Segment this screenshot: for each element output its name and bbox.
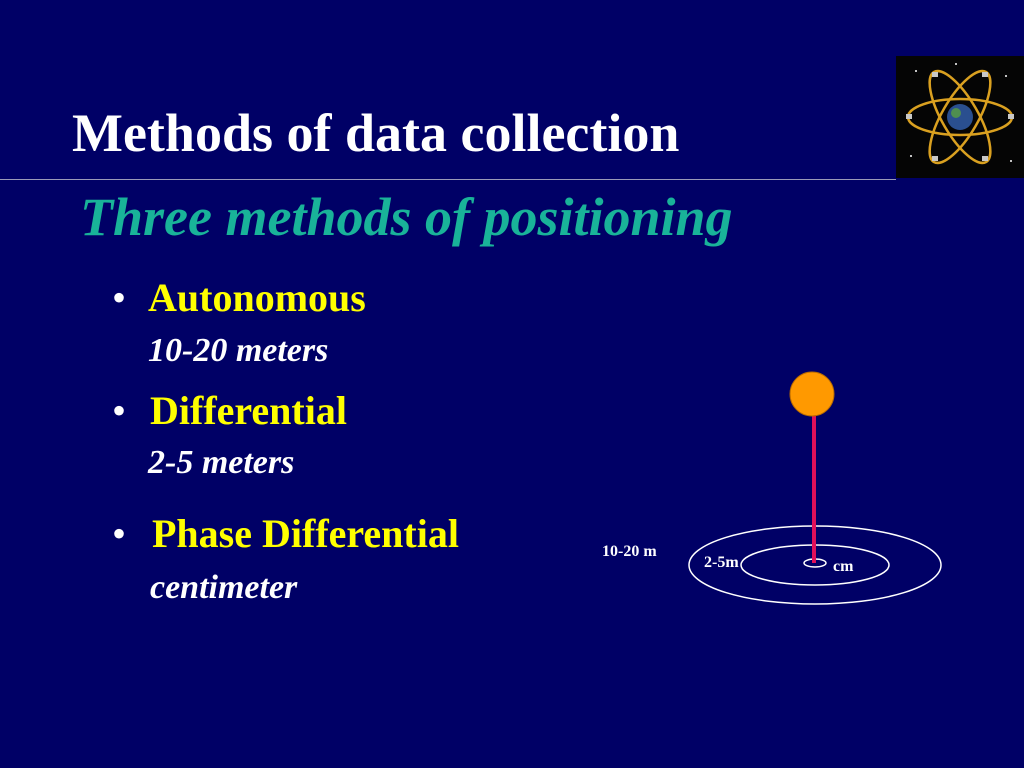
bullet-label: Differential [150, 388, 347, 433]
bullet-label: Phase Differential [152, 511, 459, 556]
bullet-icon: • [112, 275, 127, 320]
slide-title: Methods of data collection [72, 103, 680, 163]
middle-ring-label: 2-5m [704, 554, 739, 571]
bullet-icon: • [112, 388, 127, 433]
bullet-detail: 10-20 meters [148, 332, 329, 369]
bullet-detail: 2-5 meters [148, 444, 295, 481]
antenna-ball [789, 371, 835, 417]
inner-ring-label: cm [833, 558, 854, 575]
outer-ring-label: 10-20 m [602, 543, 657, 560]
title-divider [0, 179, 896, 180]
accuracy-diagram: 10-20 m 2-5m cm [602, 371, 942, 605]
gps-satellite-orbits-icon [896, 56, 1024, 178]
bullet-icon: • [112, 511, 127, 556]
bullet-label: Autonomous [148, 275, 366, 320]
slide-subtitle: Three methods of positioning [80, 187, 733, 247]
bullet-detail: centimeter [150, 569, 298, 606]
